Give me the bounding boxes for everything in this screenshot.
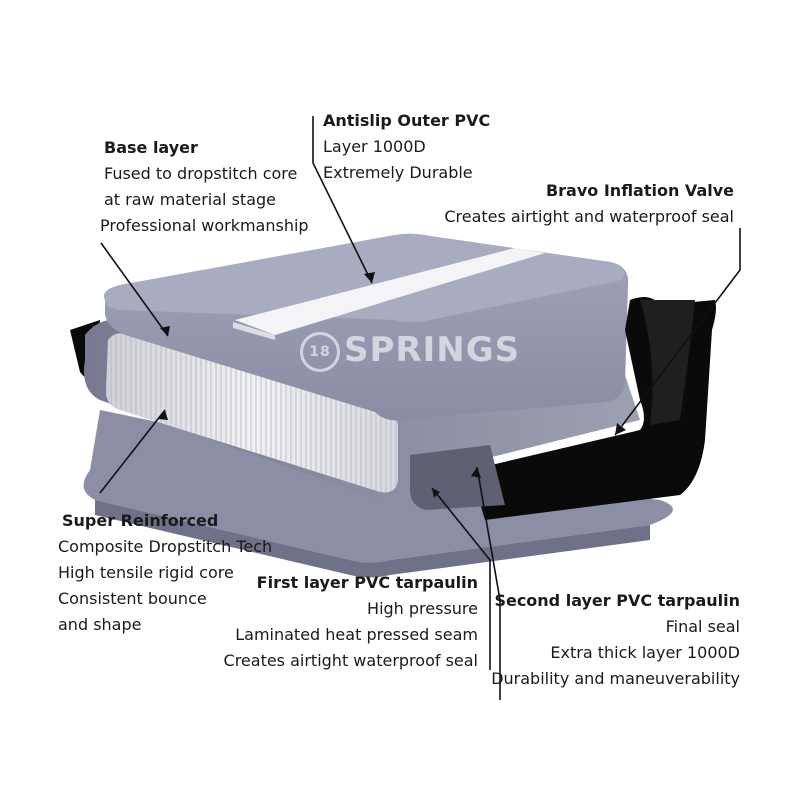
- label-line: at raw material stage: [104, 190, 276, 209]
- first-pvc-band: [410, 445, 505, 510]
- label-second-layer-pvc: Second layer PVC tarpaulin Final seal Ex…: [491, 588, 740, 692]
- brand-name: SPRINGS: [344, 330, 521, 370]
- arrow-antislip: [364, 272, 375, 283]
- label-title: Bravo Inflation Valve: [545, 181, 734, 200]
- label-line: High tensile rigid core: [58, 563, 234, 582]
- label-line: High pressure: [367, 599, 478, 618]
- label-title: Antislip Outer PVC: [323, 111, 491, 130]
- label-line: Extra thick layer 1000D: [550, 643, 740, 662]
- label-line: Composite Dropstitch Tech: [58, 537, 273, 556]
- label-line: Layer 1000D: [323, 137, 426, 156]
- label-title: Second layer PVC tarpaulin: [494, 591, 740, 610]
- leader-valve: [614, 228, 741, 436]
- base-plate-edge: [95, 500, 650, 578]
- arrow-valve: [615, 423, 626, 435]
- leader-second-pvc: [476, 466, 501, 700]
- arrow-base: [160, 326, 170, 336]
- label-line: Fused to dropstitch core: [104, 164, 298, 183]
- label-line: Durability and maneuverability: [491, 669, 740, 688]
- label-line: Extremely Durable: [323, 163, 473, 182]
- label-line: Final seal: [665, 617, 740, 636]
- brand-logo-circle: 18: [300, 331, 340, 372]
- leader-reinforced: [99, 409, 166, 494]
- label-title: Base layer: [104, 138, 198, 157]
- label-first-layer-pvc: First layer PVC tarpaulin High pressure …: [224, 570, 478, 674]
- label-bravo-inflation-valve: Bravo Inflation Valve Creates airtight a…: [444, 178, 734, 230]
- arrow-reinforced: [158, 410, 168, 420]
- label-super-reinforced: Super Reinforced Composite Dropstitch Te…: [58, 508, 272, 638]
- label-line: Creates airtight waterproof seal: [223, 651, 478, 670]
- label-title: First layer PVC tarpaulin: [256, 573, 478, 592]
- arrow-second-pvc: [471, 467, 481, 478]
- deck-stripe-lower: [233, 322, 275, 340]
- label-antislip-outer-pvc: Antislip Outer PVC Layer 1000D Extremely…: [323, 108, 490, 186]
- leader-base: [100, 242, 169, 337]
- leader-antislip: [312, 116, 373, 284]
- arrow-first-pvc: [432, 488, 440, 498]
- label-line: Laminated heat pressed seam: [235, 625, 478, 644]
- leader-first-pvc: [431, 487, 491, 670]
- label-line: Professional workmanship: [100, 216, 309, 235]
- dropstitch-core-texture: [105, 333, 398, 493]
- label-line: Creates airtight and waterproof seal: [444, 207, 734, 226]
- label-line: and shape: [58, 615, 142, 634]
- label-title: Super Reinforced: [62, 511, 219, 530]
- deck-stripe: [235, 248, 545, 335]
- label-base-layer: Base layer Fused to dropstitch core at r…: [100, 135, 309, 239]
- label-line: Consistent bounce: [58, 589, 207, 608]
- second-pvc-highlight: [640, 300, 695, 425]
